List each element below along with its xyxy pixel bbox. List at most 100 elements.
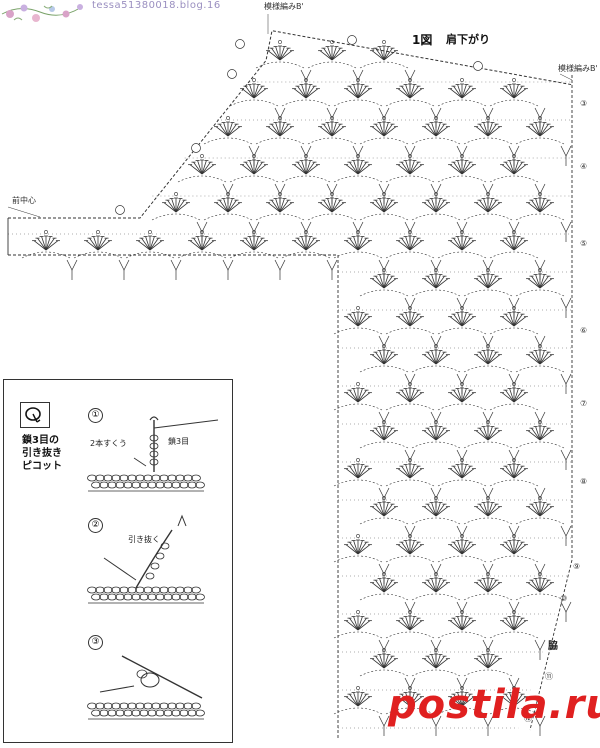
- yarn-loop: [91, 481, 101, 489]
- stitch-mark: [453, 617, 463, 631]
- row-marker: ④: [580, 162, 588, 171]
- stitch-mark: [461, 540, 467, 555]
- stitch-mark: [487, 502, 493, 517]
- chain-arch: [359, 441, 409, 449]
- stitch-mark: [427, 579, 437, 593]
- chain-arch: [411, 365, 461, 373]
- stitch-mark: [475, 126, 489, 137]
- picot-symbol-icon: [20, 402, 50, 428]
- stitch-mark: [509, 540, 515, 555]
- stitch-mark: [305, 164, 319, 175]
- stitch-mark: [349, 617, 359, 631]
- stitch-mark: [539, 274, 545, 289]
- stitch-mark: [409, 544, 423, 555]
- stitch-mark: [397, 468, 411, 479]
- chain-arch: [411, 441, 461, 449]
- chain-arch: [281, 99, 331, 107]
- picot-mark: [408, 686, 412, 690]
- stitch-mark: [483, 350, 489, 365]
- stitch-mark: [305, 85, 315, 99]
- stitch-mark: [383, 502, 389, 517]
- stitch-mark: [431, 578, 437, 593]
- stitch-mark: [305, 236, 311, 251]
- stitch-mark: [215, 202, 229, 213]
- picot-mark: [408, 154, 412, 158]
- stitch-mark: [405, 616, 411, 631]
- stitch-mark: [379, 426, 385, 441]
- yarn-loop: [183, 474, 193, 482]
- stitch-mark: [560, 373, 572, 385]
- chain-arch: [515, 593, 565, 601]
- stitch-mark: [327, 46, 333, 61]
- stitch-mark: [513, 84, 519, 99]
- stitch-mark: [279, 126, 293, 137]
- stitch-mark: [349, 389, 359, 403]
- stitch-mark: [189, 240, 203, 251]
- picot-mark: [460, 458, 464, 462]
- stitch-mark: [527, 126, 541, 137]
- row-marker: ⑫: [524, 714, 532, 723]
- stitch-mark: [357, 544, 371, 555]
- picot-mark: [356, 534, 360, 538]
- stitch-mark: [435, 427, 445, 441]
- stitch-mark: [531, 503, 541, 517]
- chain-arch: [411, 517, 461, 525]
- chain-arch: [255, 61, 305, 69]
- stitch-mark: [245, 85, 255, 99]
- chain-loop: [149, 442, 159, 450]
- yarn-loop: [119, 586, 129, 594]
- stitch-mark: [249, 84, 255, 99]
- stitch-mark: [241, 88, 255, 99]
- picot-mark: [460, 230, 464, 234]
- stitch-mark: [431, 426, 437, 441]
- stitch-mark: [193, 237, 203, 251]
- stitch-mark: [409, 88, 423, 99]
- stitch-mark: [357, 160, 363, 175]
- stitch-mark: [219, 123, 229, 137]
- chain-arch: [307, 213, 357, 221]
- stitch-mark: [357, 616, 363, 631]
- stitch-mark: [379, 274, 385, 289]
- stitch-mark: [483, 122, 489, 137]
- stitch-mark: [357, 236, 363, 251]
- chain-arch: [229, 99, 279, 107]
- stitch-mark: [353, 464, 359, 479]
- stitch-mark: [531, 427, 541, 441]
- picot-mark: [382, 496, 386, 500]
- stitch-mark: [431, 350, 437, 365]
- stitch-mark: [409, 465, 419, 479]
- floral-decoration: [1, 4, 83, 22]
- stitch-mark: [345, 240, 359, 251]
- stitch-mark: [253, 236, 259, 251]
- stitch-mark: [475, 430, 489, 441]
- stitch-mark: [345, 468, 359, 479]
- stitch-mark: [274, 259, 286, 271]
- stitch-mark: [513, 616, 519, 631]
- stitch-mark: [253, 237, 263, 251]
- stitch-mark: [461, 316, 475, 327]
- chain-arch: [437, 403, 487, 411]
- picot-mark: [278, 116, 282, 120]
- stitch-mark: [379, 502, 385, 517]
- chain-arch: [333, 327, 383, 335]
- stitch-mark: [487, 658, 501, 669]
- stitch-mark: [513, 392, 527, 403]
- stitch-mark: [357, 696, 371, 707]
- stitch-mark: [383, 430, 397, 441]
- stitch-mark: [45, 236, 51, 251]
- stitch-mark: [461, 312, 467, 327]
- picot-mark: [460, 154, 464, 158]
- stitch-mark: [461, 236, 467, 251]
- picot-mark: [382, 40, 386, 44]
- yarn-loop: [179, 709, 189, 717]
- chain-arch: [333, 631, 383, 639]
- stitch-mark: [527, 582, 541, 593]
- stitch-mark: [227, 198, 233, 213]
- chain-arch: [463, 441, 513, 449]
- stitch-mark: [357, 313, 367, 327]
- stitch-mark: [409, 237, 419, 251]
- stitch-mark: [487, 503, 497, 517]
- stitch-mark: [475, 582, 489, 593]
- picot-mark: [356, 154, 360, 158]
- chain-arch: [437, 99, 487, 107]
